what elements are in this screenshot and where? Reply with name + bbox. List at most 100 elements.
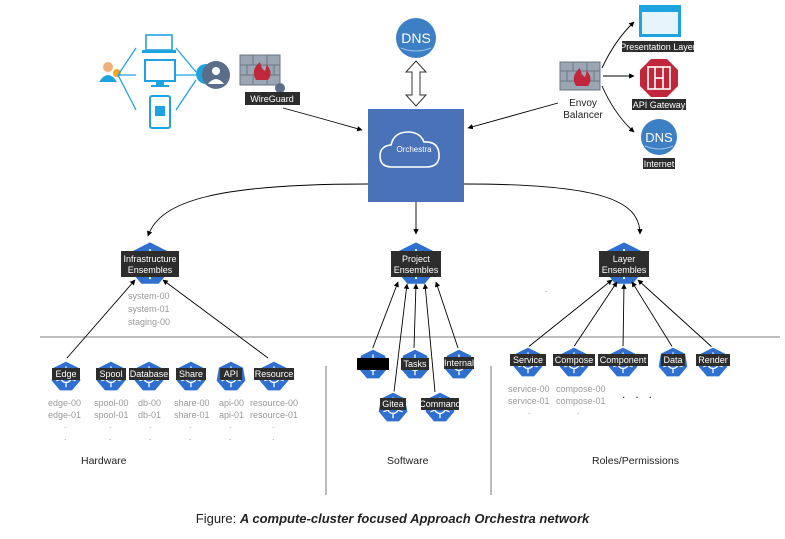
hardware-node-spool: Spool (95, 360, 127, 392)
infra-label-1: Infrastructure (123, 254, 176, 264)
role-row2-1: compose-01 (556, 396, 606, 406)
project-label-2: Ensembles (394, 265, 439, 275)
figure-caption: Figure: A compute-cluster focused Approa… (0, 511, 785, 526)
api-gateway-icon (640, 59, 678, 97)
internet-label: Internet (644, 159, 675, 169)
software-node-command: Command (419, 391, 461, 423)
hw-dot-1: . (109, 420, 112, 430)
dns-label: DNS (401, 30, 431, 46)
hw-row1-3: share-00 (174, 398, 210, 408)
hw-dot-2: . (149, 420, 152, 430)
role-label-render: Render (698, 355, 728, 365)
project-ensembles-node: Project Ensembles (391, 240, 441, 286)
hw-row2-0: edge-01 (48, 410, 81, 420)
infra-item-0: system-00 (128, 291, 170, 301)
hw-row2-1: spool-01 (94, 410, 129, 420)
infrastructure-ensembles-node: Infrastructure Ensembles (121, 240, 179, 286)
dns-icon: DNS (396, 18, 436, 58)
hw-label-edge: Edge (55, 369, 76, 379)
hw-row1-2: db-00 (138, 398, 161, 408)
section-hardware: Hardware (81, 455, 127, 467)
hw-row1-1: spool-00 (94, 398, 129, 408)
users-icon (99, 62, 121, 82)
caption-prefix: Figure: (195, 511, 240, 526)
role-label-data: Data (663, 355, 682, 365)
monitor-icon (144, 59, 176, 87)
hw-row1-5: resource-00 (250, 398, 298, 408)
sw-label-gitea: Gitea (382, 399, 404, 409)
user-avatar-icon (202, 61, 230, 89)
laptop-icon (142, 34, 176, 53)
sw-label-internal: Internal (444, 358, 474, 368)
layer-label-2: Ensembles (602, 265, 647, 275)
software-node-tasks: Tasks (399, 348, 431, 380)
hw-row2-4: api-01 (219, 410, 244, 420)
role-node-render: Render (696, 346, 730, 378)
cloud-icon (379, 131, 440, 168)
orchestra-box (368, 109, 464, 202)
hardware-node-api: API (215, 360, 247, 392)
presentation-window-icon (639, 5, 681, 37)
layer-ensembles-node: Layer Ensembles (599, 240, 649, 286)
hw-dot2-5: . (272, 432, 275, 442)
role-row2-0: service-01 (508, 396, 550, 406)
wireguard-firewall-icon (239, 54, 285, 93)
infra-label-2: Ensembles (128, 265, 173, 275)
hw-dot-5: . (272, 420, 275, 430)
hardware-node-resource: Resource (254, 360, 294, 392)
role-label-compose: Compose (555, 355, 594, 365)
section-software: Software (387, 455, 429, 467)
hardware-node-edge: Edge (50, 360, 82, 392)
sw-label-command: Command (419, 399, 461, 409)
hw-dot2-4: . (229, 432, 232, 442)
hw-label-resource: Resource (255, 369, 294, 379)
wireguard-label: WireGuard (250, 94, 294, 104)
hw-dot2-0: . (64, 432, 67, 442)
hw-label-api: API (224, 369, 239, 379)
envoy-label-line2: Balancer (563, 110, 603, 121)
role-node-service: Service (510, 346, 546, 378)
infra-item-1: system-01 (128, 304, 170, 314)
envoy-label-line1: Envoy (569, 98, 597, 109)
role-label-component: Component (600, 355, 647, 365)
hw-row1-0: edge-00 (48, 398, 81, 408)
hardware-node-database: Database (129, 360, 169, 392)
role-node-component: Component (598, 346, 648, 378)
hw-dot2-2: . (149, 432, 152, 442)
role-label-service: Service (513, 355, 543, 365)
presentation-label: Presentation Layer (620, 42, 696, 52)
hw-row2-2: db-01 (138, 410, 161, 420)
section-roles: Roles/Permissions (592, 455, 679, 467)
phone-icon (149, 95, 171, 129)
hw-dot-3: . (189, 420, 192, 430)
role-dot-1: . (577, 406, 580, 416)
stray-dot: . (545, 285, 547, 294)
hw-dot2-3: . (189, 432, 192, 442)
hw-row2-3: share-01 (174, 410, 210, 420)
hw-dot-0: . (64, 420, 67, 430)
caption-title: A compute-cluster focused Approach Orche… (239, 511, 590, 526)
hw-label-share: Share (179, 369, 203, 379)
role-node-data: Data (657, 346, 689, 378)
hw-row1-4: api-00 (219, 398, 244, 408)
envoy-firewall-icon (559, 61, 601, 91)
software-node-gitea: Gitea (377, 391, 409, 423)
infra-item-2: staging-00 (128, 317, 170, 327)
software-node-redacted (357, 348, 389, 380)
dns-orchestra-arrow (404, 60, 428, 107)
role-dots: . . . (622, 387, 652, 401)
sw-label-tasks: Tasks (403, 359, 427, 369)
role-row1-0: service-00 (508, 384, 550, 394)
hw-label-spool: Spool (99, 369, 122, 379)
layer-label-1: Layer (613, 254, 636, 264)
project-label-1: Project (402, 254, 431, 264)
dns-right-label: DNS (645, 130, 673, 145)
api-gateway-label: API Gateway (633, 100, 686, 110)
orchestra-label: Orchestra (396, 145, 432, 154)
hardware-node-share: Share (175, 360, 207, 392)
role-node-compose: Compose (553, 346, 595, 378)
role-dot-0: . (528, 406, 531, 416)
dns-right-icon: DNS (641, 119, 677, 155)
hw-row2-5: resource-01 (250, 410, 298, 420)
